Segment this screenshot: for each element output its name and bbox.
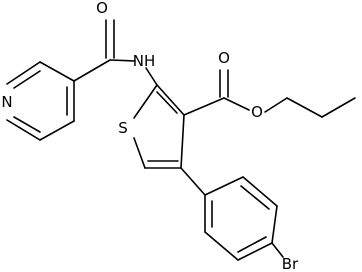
bond (242, 176, 278, 207)
bond (13, 70, 41, 89)
amide-nh-label: NH (133, 52, 156, 70)
bond (13, 116, 41, 133)
ester-carbonyl-oxygen-label: O (218, 49, 230, 67)
bond (109, 59, 136, 62)
thiophene-sulfur-label: S (118, 119, 128, 137)
bond (180, 114, 185, 169)
bond (156, 91, 178, 114)
bond (133, 137, 146, 169)
bond (321, 97, 356, 118)
bond (223, 97, 250, 111)
bromine-label: Br (282, 255, 299, 272)
bond (204, 231, 239, 261)
bond (145, 67, 158, 86)
bond (73, 59, 111, 82)
bond (6, 119, 41, 141)
bond (39, 120, 75, 141)
atom-labels: O NH N S O O Br (1, 0, 299, 272)
bond (180, 167, 206, 196)
ester-oxygen-label: O (251, 103, 263, 121)
bond (133, 84, 158, 119)
bond (240, 185, 270, 210)
bond (6, 61, 41, 85)
bond (204, 176, 244, 196)
amide-oxygen-label: O (96, 0, 108, 17)
bond (156, 84, 185, 116)
bond (183, 97, 225, 116)
bonds (6, 19, 356, 261)
bond (286, 97, 323, 118)
bond (264, 97, 288, 113)
bond (39, 61, 75, 82)
bond (237, 236, 267, 253)
bond (271, 205, 278, 244)
bond (271, 242, 284, 258)
bond (237, 242, 273, 261)
pyridine-nitrogen-label: N (1, 93, 12, 111)
